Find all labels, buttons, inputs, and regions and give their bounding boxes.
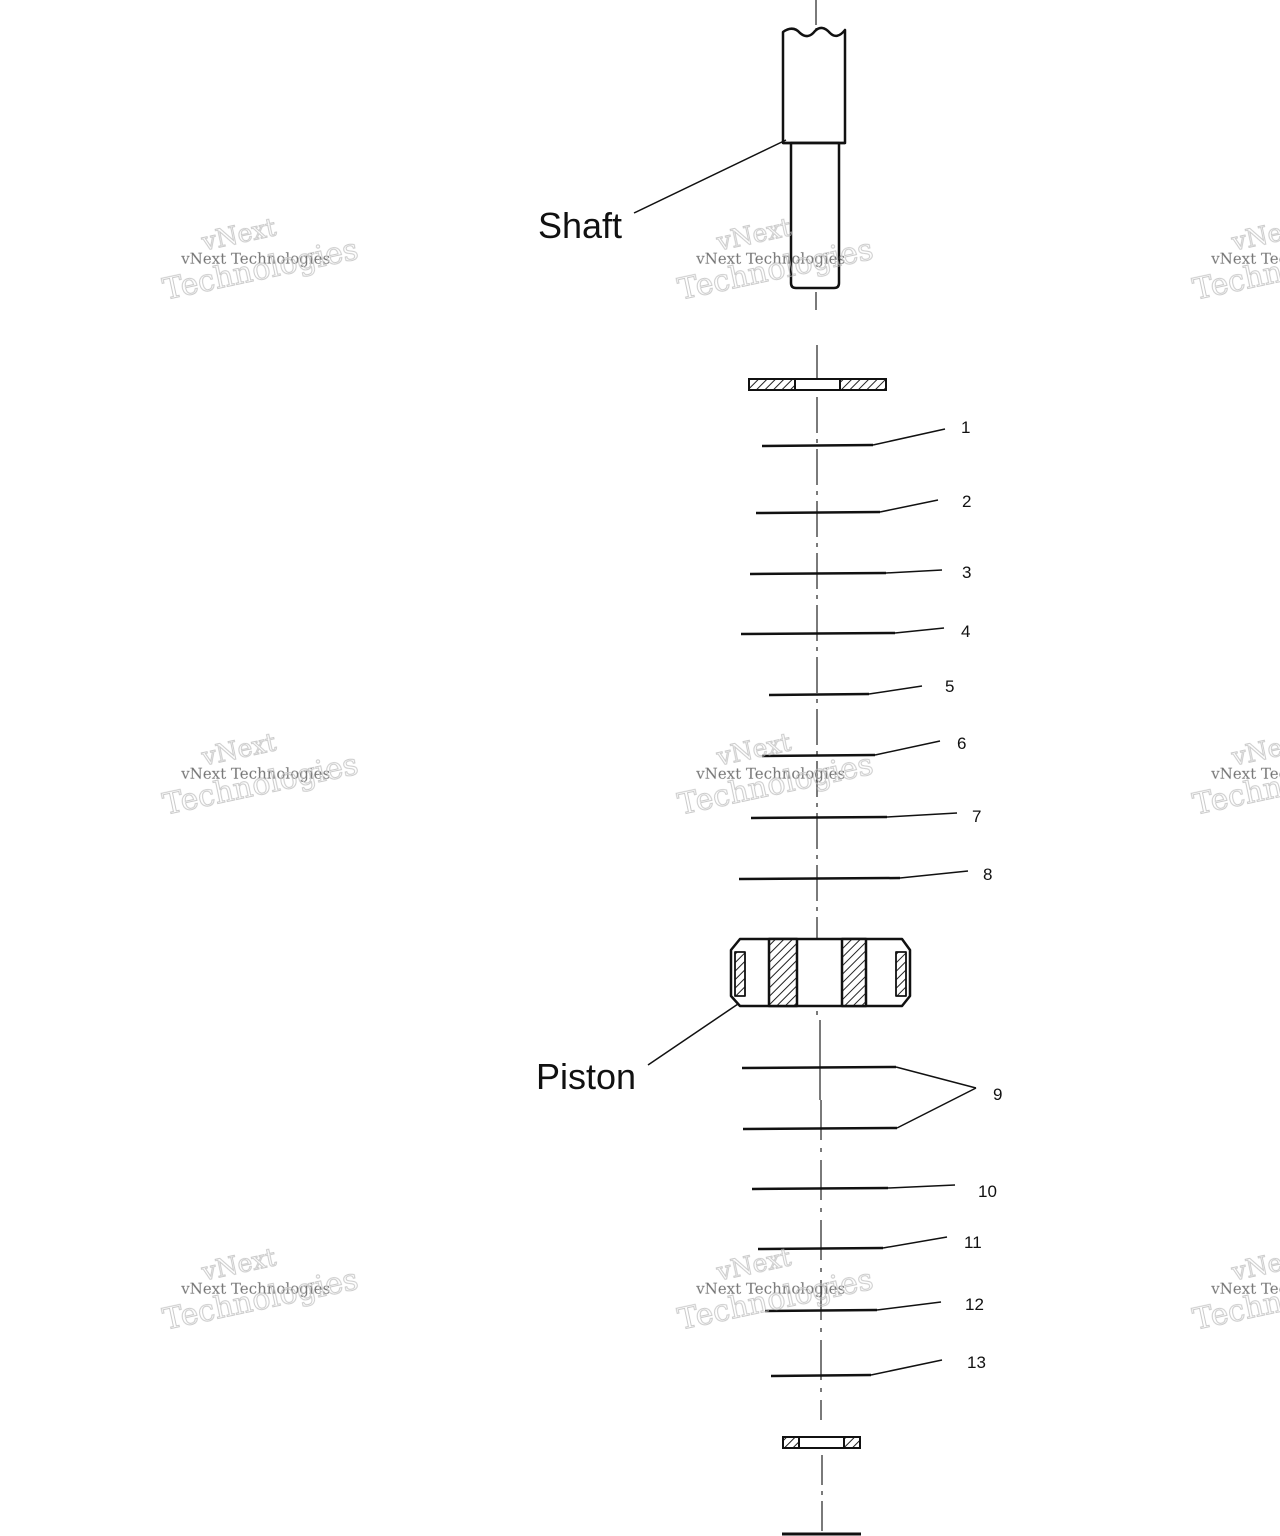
svg-text:vNext Technologies: vNext Technologies xyxy=(695,765,845,783)
watermark: vNext vNext Technologies Technologies xyxy=(159,727,361,823)
shaft-part xyxy=(781,26,847,290)
shim-8 xyxy=(738,876,901,881)
watermark: vNext vNext Technologies Technologies xyxy=(674,1242,876,1338)
watermark: vNext vNext Technologies Technologies xyxy=(674,727,876,823)
watermark: vNext vNext Technologies Technologies xyxy=(674,212,876,308)
shim-9b xyxy=(742,1126,898,1131)
callout-1: 1 xyxy=(961,418,970,437)
callout-numbers: 1 2 3 4 5 6 7 8 9 10 11 12 13 xyxy=(945,418,1002,1372)
callout-12: 12 xyxy=(965,1295,984,1314)
callout-13: 13 xyxy=(967,1353,986,1372)
shim-stack-upper xyxy=(738,443,901,881)
shim-13 xyxy=(770,1373,872,1378)
watermark: vNext vNext Technologies Technologies xyxy=(1189,1242,1280,1338)
piston-label: Piston xyxy=(536,1056,636,1097)
svg-text:vNext Technologies: vNext Technologies xyxy=(180,250,330,268)
svg-text:vNext Technologies: vNext Technologies xyxy=(180,765,330,783)
shim-2 xyxy=(755,510,881,515)
svg-text:vNext Technologies: vNext Technologies xyxy=(695,250,845,268)
callout-2: 2 xyxy=(962,492,971,511)
shim-11 xyxy=(757,1246,884,1251)
callout-10: 10 xyxy=(978,1182,997,1201)
shim-9a xyxy=(741,1065,897,1070)
shim-stack-lower xyxy=(741,1065,898,1378)
shim-7 xyxy=(750,815,888,820)
shim-1 xyxy=(761,443,874,448)
watermark: vNext vNext Technologies Technologies xyxy=(159,212,361,308)
svg-text:vNext Technologies: vNext Technologies xyxy=(695,1280,845,1298)
callout-11: 11 xyxy=(964,1233,982,1252)
watermark: vNext vNext Technologies Technologies xyxy=(159,1242,361,1338)
svg-text:vNext Technologies: vNext Technologies xyxy=(1210,1280,1280,1298)
leader-lines xyxy=(633,139,977,1376)
shim-6 xyxy=(761,753,876,758)
shaft-label: Shaft xyxy=(538,205,622,246)
svg-text:vNext Technologies: vNext Technologies xyxy=(180,1280,330,1298)
callout-7: 7 xyxy=(972,807,981,826)
callout-6: 6 xyxy=(957,734,966,753)
bottom-washer xyxy=(782,1436,861,1449)
shim-3 xyxy=(749,571,887,576)
piston-part xyxy=(729,937,912,1008)
watermark: vNext vNext Technologies Technologies xyxy=(1189,727,1280,823)
watermark-layer: vNext vNext Technologies Technologies vN… xyxy=(159,212,1280,1338)
watermark: vNext vNext Technologies Technologies xyxy=(1189,212,1280,308)
shim-10 xyxy=(751,1186,889,1191)
callout-5: 5 xyxy=(945,677,954,696)
callout-3: 3 xyxy=(962,563,971,582)
shim-5 xyxy=(768,692,870,697)
svg-text:vNext Technologies: vNext Technologies xyxy=(1210,250,1280,268)
top-washer xyxy=(748,378,887,391)
shim-4 xyxy=(740,631,896,636)
callout-8: 8 xyxy=(983,865,992,884)
shim-12 xyxy=(764,1308,878,1313)
svg-text:vNext Technologies: vNext Technologies xyxy=(1210,765,1280,783)
callout-9: 9 xyxy=(993,1085,1002,1104)
callout-4: 4 xyxy=(961,622,970,641)
